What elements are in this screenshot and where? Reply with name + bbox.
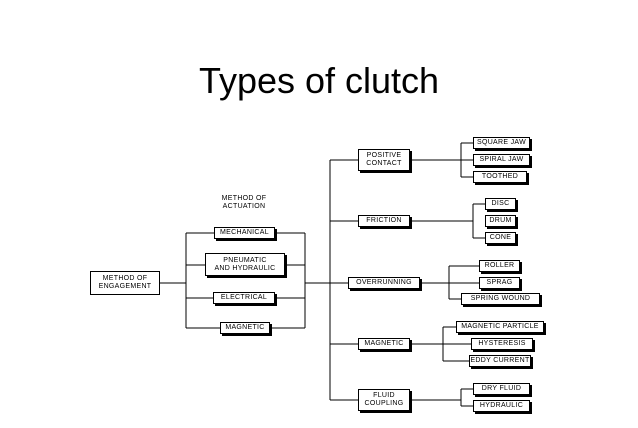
friction-box: FRICTION — [358, 215, 410, 227]
spiral-jaw-box: SPIRAL JAW — [473, 154, 530, 166]
hysteresis-box: HYSTERESIS — [471, 338, 533, 350]
roller-box: ROLLER — [479, 260, 520, 272]
spring-wound-box: SPRING WOUND — [461, 293, 540, 305]
pneumatic-hydraulic-box: PNEUMATIC AND HYDRAULIC — [205, 253, 285, 276]
fluid-coupling-box: FLUID COUPLING — [358, 389, 410, 411]
overrunning-box: OVERRUNNING — [348, 277, 420, 289]
drum-box: DRUM — [485, 215, 516, 227]
hydraulic-box: HYDRAULIC — [473, 400, 530, 412]
electrical-box: ELECTRICAL — [213, 292, 275, 304]
square-jaw-box: SQUARE JAW — [473, 137, 530, 149]
method-of-engagement-box: METHOD OF ENGAGEMENT — [90, 271, 160, 295]
slide-title: Types of clutch — [198, 60, 440, 101]
dry-fluid-box: DRY FLUID — [473, 383, 530, 395]
magnetic-type-box: MAGNETIC — [358, 338, 410, 350]
cone-box: CONE — [485, 232, 516, 244]
actuation-heading: METHOD OF ACTUATION — [221, 195, 267, 210]
eddy-current-box: EDDY CURRENT — [469, 355, 531, 367]
disc-box: DISC — [485, 198, 516, 210]
positive-contact-box: POSITIVE CONTACT — [358, 149, 410, 171]
mechanical-box: MECHANICAL — [214, 227, 275, 239]
actuation-magnetic-box: MAGNETIC — [220, 322, 270, 334]
sprag-box: SPRAG — [479, 277, 520, 289]
magnetic-particle-box: MAGNETIC PARTICLE — [456, 321, 544, 333]
toothed-box: TOOTHED — [473, 171, 527, 183]
